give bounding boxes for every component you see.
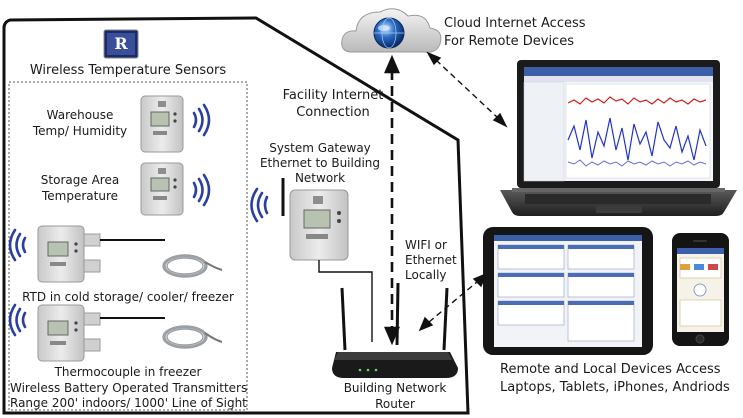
building-outline (2, 16, 470, 415)
sensor-device-rtd (37, 225, 101, 283)
probe-coil-rtd (162, 254, 223, 278)
gateway-device (289, 189, 349, 261)
router-device (332, 282, 458, 378)
sensor-label-thermocouple: Thermocouple in freezer (54, 365, 202, 379)
phone-device (672, 233, 729, 346)
wifi-wave-icon-sensor4 (8, 303, 27, 337)
logo-text: R (114, 34, 128, 53)
cloud-label-line2: For Remote Devices (444, 34, 574, 49)
wifi-wave-icon-sensor3 (8, 228, 27, 262)
wifi-wave-icon-sensor2 (192, 173, 211, 207)
wifi-wave-icon-gateway (250, 187, 269, 223)
sensor-label-warehouse-line1: Warehouse (46, 108, 114, 122)
router-label-line1: Building Network (343, 381, 447, 395)
probe-coil-thermocouple (162, 325, 223, 349)
wifi-wave-icon-sensor1 (192, 103, 211, 137)
cloud-label-line1: Cloud Internet Access (444, 16, 586, 31)
sensors-footer-line1: Wireless Battery Operated Transmitters (10, 381, 248, 395)
cloud-icon (341, 8, 442, 53)
wifi-label-line2: Ethernet (405, 253, 457, 267)
devices-label-line1: Remote and Local Devices Access (500, 362, 721, 377)
sensor-device-warehouse (140, 95, 184, 153)
gateway-label-line1: System Gateway (269, 141, 371, 155)
ethernet-cable (318, 260, 373, 342)
company-logo (103, 29, 139, 59)
facility-internet-line1: Facility Internet (282, 88, 384, 103)
sensor-device-thermocouple (37, 304, 101, 362)
tablet-device (483, 227, 653, 355)
gateway-label-line2: Ethernet to Building (259, 156, 381, 170)
sensor-label-warehouse-line2: Temp/ Humidity (32, 124, 128, 138)
internet-link-arrow (384, 54, 400, 346)
router-label-line2: Router (375, 397, 415, 411)
laptop-device (500, 60, 737, 216)
sensor-device-storage (140, 162, 184, 216)
sensors-panel-title: Wireless Temperature Sensors (29, 63, 227, 78)
sensor-label-storage-line1: Storage Area (40, 173, 120, 187)
cloud-laptop-arrow (426, 51, 508, 128)
facility-internet-line2: Connection (296, 105, 370, 120)
sensors-footer-line2: Range 200' indoors/ 1000' Line of Sight (10, 396, 247, 410)
gateway-label-line3: Network (294, 171, 346, 185)
wifi-label-line1: WIFI or (405, 238, 447, 252)
wifi-label-line3: Locally (405, 268, 447, 282)
sensor-label-rtd: RTD in cold storage/ cooler/ freezer (22, 290, 234, 304)
devices-label-line2: Laptops, Tablets, iPhones, Andriods (500, 380, 730, 395)
sensor-label-storage-line2: Temperature (41, 189, 118, 203)
